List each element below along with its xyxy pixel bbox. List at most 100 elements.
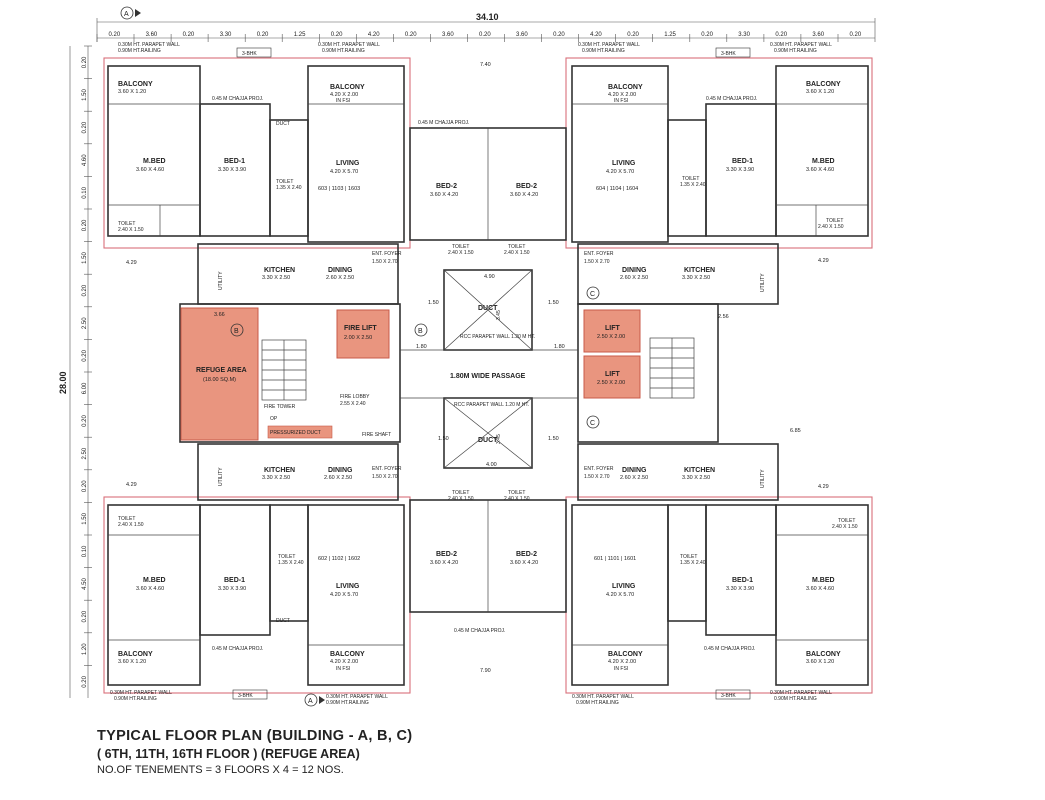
- dining-right-label: DINING: [622, 267, 647, 274]
- bed1-dim: 3.30 X 3.90: [726, 586, 754, 592]
- overall-width-label: 34.10: [476, 12, 499, 22]
- section-c-label-2: C: [590, 420, 595, 427]
- mbed-dim: 3.60 X 4.60: [806, 586, 834, 592]
- parapet-label-2: 0.30M HT. PARAPET WALL: [326, 694, 388, 700]
- left-dim-value: 4.60: [82, 154, 88, 166]
- left-dim-value: 1.50: [82, 89, 88, 101]
- duct-small-label: DUCT: [276, 618, 290, 624]
- toilet-right-dim: 2.40 X 1.50: [504, 250, 530, 256]
- left-dim-value: 0.20: [82, 284, 88, 296]
- top-dim-value: 4.20: [590, 32, 602, 38]
- plan-title: TYPICAL FLOOR PLAN (BUILDING - A, B, C): [97, 728, 413, 744]
- fire-lift-label: FIRE LIFT: [344, 325, 377, 332]
- toilet-label: TOILET: [826, 218, 843, 224]
- section-marker-a-bottom: A: [304, 693, 325, 707]
- left-dim-value: 0.10: [82, 186, 88, 198]
- flat-bottom-left: TOILET 2.40 X 1.50 M.BED 3.60 X 4.60 BED…: [110, 516, 388, 706]
- utility-right-label: UTILITY: [760, 469, 766, 488]
- refuge-area-label: REFUGE AREA: [196, 367, 247, 374]
- section-marker-c-top: C: [586, 286, 600, 300]
- balcony-big-label: BALCONY: [608, 84, 643, 91]
- parapet-label: 0.30M HT. PARAPET WALL: [770, 42, 832, 48]
- foyer-right-dim: 1.50 X 2.70: [584, 259, 610, 265]
- toilet-small-label: TOILET: [278, 554, 295, 560]
- bhk-tag: 3-BHK: [721, 51, 736, 57]
- toilet-dim: 2.40 X 1.50: [118, 227, 144, 233]
- toilet-small-dim: 1.35 X 2.40: [680, 560, 706, 566]
- dim-180-b: 1.80: [554, 344, 565, 350]
- bed1-label: BED-1: [224, 158, 245, 165]
- parapet-label: 0.30M HT. PARAPET WALL: [118, 42, 180, 48]
- foyer-right-label: ENT. FOYER: [584, 251, 614, 257]
- duct-top-label: DUCT: [478, 305, 498, 312]
- top-dim-value: 3.60: [516, 32, 528, 38]
- section-marker-c-bottom: C: [586, 415, 600, 429]
- core-bottom-row: KITCHEN 3.30 X 2.50 DINING 2.60 X 2.50 E…: [126, 466, 829, 502]
- lift-2-label: LIFT: [605, 371, 620, 378]
- railing-label: 0.90M HT.RAILING: [114, 696, 157, 702]
- mbed-label: M.BED: [143, 158, 166, 165]
- kitchen-left-label: KITCHEN: [264, 467, 295, 474]
- duct-small-label: DUCT: [276, 121, 290, 127]
- balcony-dim: 3.60 X 1.20: [118, 659, 146, 665]
- duct-bottom-label: DUCT: [478, 437, 498, 444]
- balcony-big-dim: 4.20 X 2.00: [330, 92, 358, 98]
- living-label: LIVING: [336, 160, 360, 167]
- toilet-label: TOILET: [118, 221, 135, 227]
- left-dim-value: 4.50: [82, 578, 88, 590]
- utility-left-label: UTILITY: [218, 271, 224, 290]
- left-dim-value: 1.50: [82, 252, 88, 264]
- dim-685: 6.85: [790, 428, 801, 434]
- living-label: LIVING: [336, 583, 360, 590]
- mbed-label: M.BED: [143, 577, 166, 584]
- living-label: LIVING: [612, 583, 636, 590]
- fire-shaft-label: FIRE SHAFT: [362, 432, 391, 438]
- lift-1: [583, 309, 641, 353]
- top-dim-value: 0.20: [701, 32, 713, 38]
- dim-345-b: 3.45: [496, 434, 502, 444]
- top-dim-value: 1.25: [664, 32, 676, 38]
- section-marker-b-right: B: [414, 323, 428, 337]
- foyer-left-dim: 1.50 X 2.70: [372, 259, 398, 265]
- living-dim: 4.20 X 5.70: [606, 169, 634, 175]
- top-dim-value: 0.20: [775, 32, 787, 38]
- left-dim-value: 1.50: [82, 512, 88, 524]
- plan-caption: TYPICAL FLOOR PLAN (BUILDING - A, B, C) …: [97, 728, 412, 776]
- top-dim-value: 3.60: [442, 32, 454, 38]
- in-fsi-label: IN FSI: [614, 98, 628, 104]
- left-dim-value: 0.20: [82, 675, 88, 687]
- top-dim-value: 3.60: [812, 32, 824, 38]
- dim-256: 2.56: [718, 314, 729, 320]
- left-dim-value: 0.20: [82, 610, 88, 622]
- top-dim-value: 0.20: [627, 32, 639, 38]
- toilet-left-dim: 2.40 X 1.50: [448, 250, 474, 256]
- kitchen-left-label: KITCHEN: [264, 267, 295, 274]
- pressurized-duct-label: PRESSURIZED DUCT: [270, 430, 321, 436]
- dining-left-dim: 2.60 X 2.50: [326, 275, 354, 281]
- lift-1-dim: 2.50 X 2.00: [597, 334, 625, 340]
- core-middle: 3.66 REFUGE AREA (18.00 SQ.M) FIRE LIFT …: [196, 310, 801, 468]
- chajja-label: 0.45 M CHAJJA PROJ.: [704, 646, 755, 652]
- foyer-left-label: ENT. FOYER: [372, 466, 402, 472]
- bed2-left-label: BED-2: [436, 183, 457, 190]
- flat-number-604: 604 | 1104 | 1604: [596, 186, 638, 192]
- bed2-right-label: BED-2: [516, 183, 537, 190]
- dim-400: 4.00: [486, 462, 497, 468]
- core-top-row: KITCHEN 3.30 X 2.50 DINING 2.60 X 2.50 E…: [126, 251, 829, 340]
- toilet-left-label: TOILET: [452, 244, 469, 250]
- fire-tower-label: FIRE TOWER: [264, 404, 296, 410]
- parapet-label: 0.30M HT. PARAPET WALL: [572, 694, 634, 700]
- bed2-left-dim: 3.60 X 4.20: [430, 192, 458, 198]
- top-dim-value: 4.20: [368, 32, 380, 38]
- middle-bottom-block: BED-2 3.60 X 4.20 BED-2 3.60 X 4.20 0.45…: [430, 551, 538, 674]
- balcony-big-dim: 4.20 X 2.00: [608, 659, 636, 665]
- parapet-label: 0.30M HT. PARAPET WALL: [318, 42, 380, 48]
- dim-429-d: 4.29: [818, 484, 829, 490]
- dim-429-a: 4.29: [126, 260, 137, 266]
- flat-bottom-right: TOILET 2.40 X 1.50 M.BED 3.60 X 4.60 BED…: [572, 518, 858, 706]
- dim-366: 3.66: [214, 312, 225, 318]
- refuge-area-dim: (18.00 SQ.M): [203, 377, 236, 383]
- pressurized-duct-area: [267, 425, 333, 439]
- fire-lift-dim: 2.00 X 2.50: [344, 335, 372, 341]
- in-fsi-label: IN FSI: [336, 666, 350, 672]
